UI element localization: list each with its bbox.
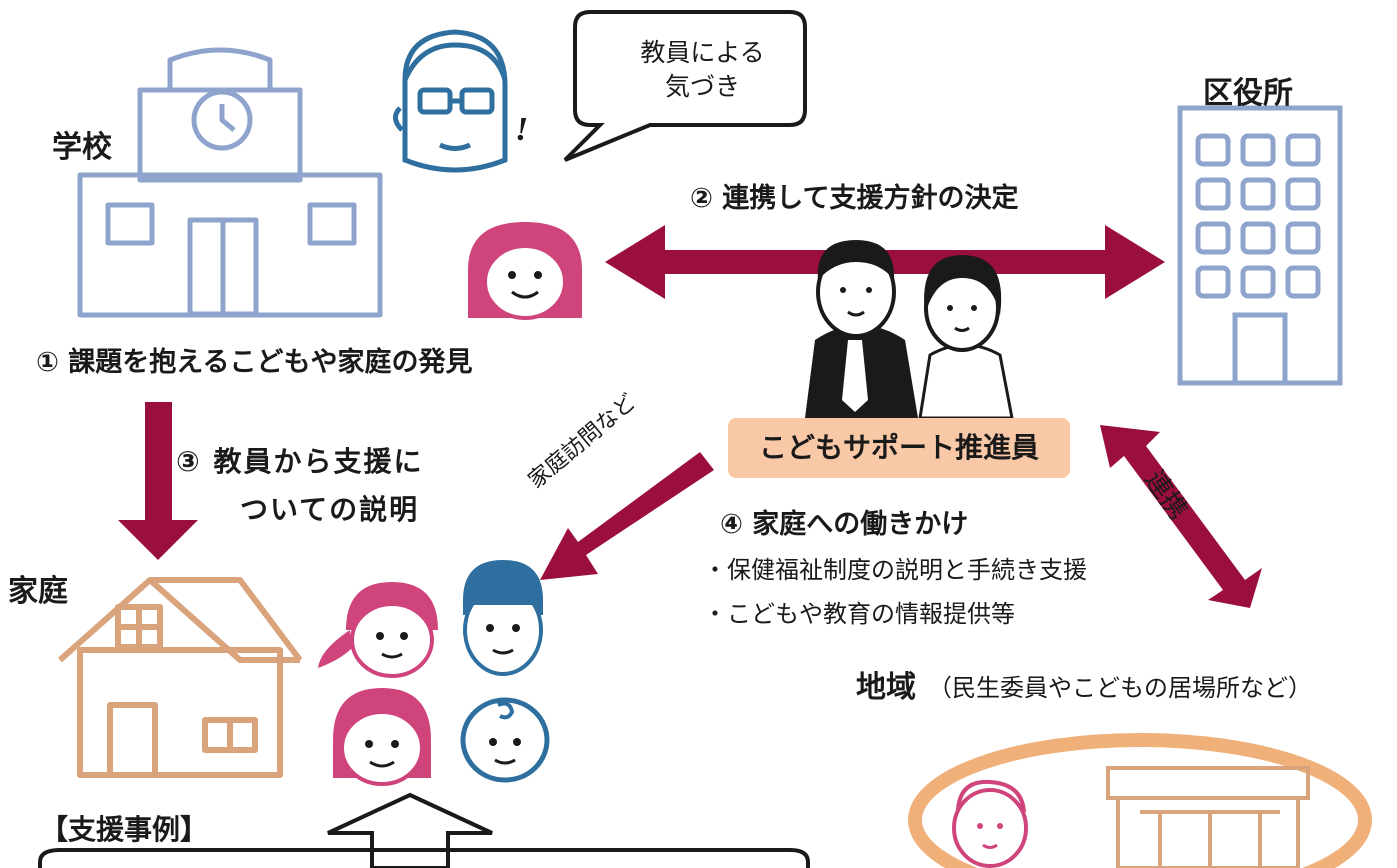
step4-bullet-2: ・こどもや教育の情報提供等 — [703, 600, 1015, 628]
region-note: （民生委員やこどもの居場所など） — [928, 674, 1312, 702]
speech-line-1: 教員による — [640, 38, 765, 67]
step4-bullet-1: ・保健福祉制度の説明と手続き支援 — [703, 556, 1087, 584]
hollow-up-arrow — [327, 792, 493, 868]
region-title: 地域 — [856, 670, 916, 705]
speech-text: 教員による 気づき — [610, 36, 795, 104]
speech-line-2: 気づき — [664, 72, 740, 101]
arrow-home-visit — [540, 452, 714, 580]
family-icon — [318, 560, 550, 786]
case-example-box — [38, 848, 810, 868]
house-icon — [58, 577, 303, 778]
step2-label: ② 連携して支援方針の決定 — [690, 183, 1019, 214]
arrow-step3 — [118, 402, 198, 560]
supporter-people-icon — [805, 240, 1014, 420]
arrow-collaboration — [1100, 425, 1262, 608]
school-label: 学校 — [52, 130, 112, 165]
ward-office-icon — [1177, 105, 1343, 386]
svg-text:!: ! — [515, 111, 528, 148]
step3-label-line2: ついての説明 — [240, 493, 420, 526]
speech-bubble — [563, 10, 807, 162]
step3-label-line1: ③ 教員から支援に — [176, 445, 424, 478]
teacher-icon — [393, 29, 508, 173]
case-examples-heading: 【支援事例】 — [40, 813, 209, 846]
step4-label: ④ 家庭への働きかけ — [720, 509, 969, 540]
ward-office-label: 区役所 — [1203, 76, 1293, 111]
child-icon — [468, 222, 582, 320]
step1-label: ① 課題を抱えるこどもや家庭の発見 — [36, 347, 473, 378]
home-label: 家庭 — [8, 574, 68, 609]
supporter-box: こどもサポート推進員 — [728, 418, 1070, 478]
region-icon — [908, 733, 1372, 868]
school-icon — [77, 47, 383, 318]
